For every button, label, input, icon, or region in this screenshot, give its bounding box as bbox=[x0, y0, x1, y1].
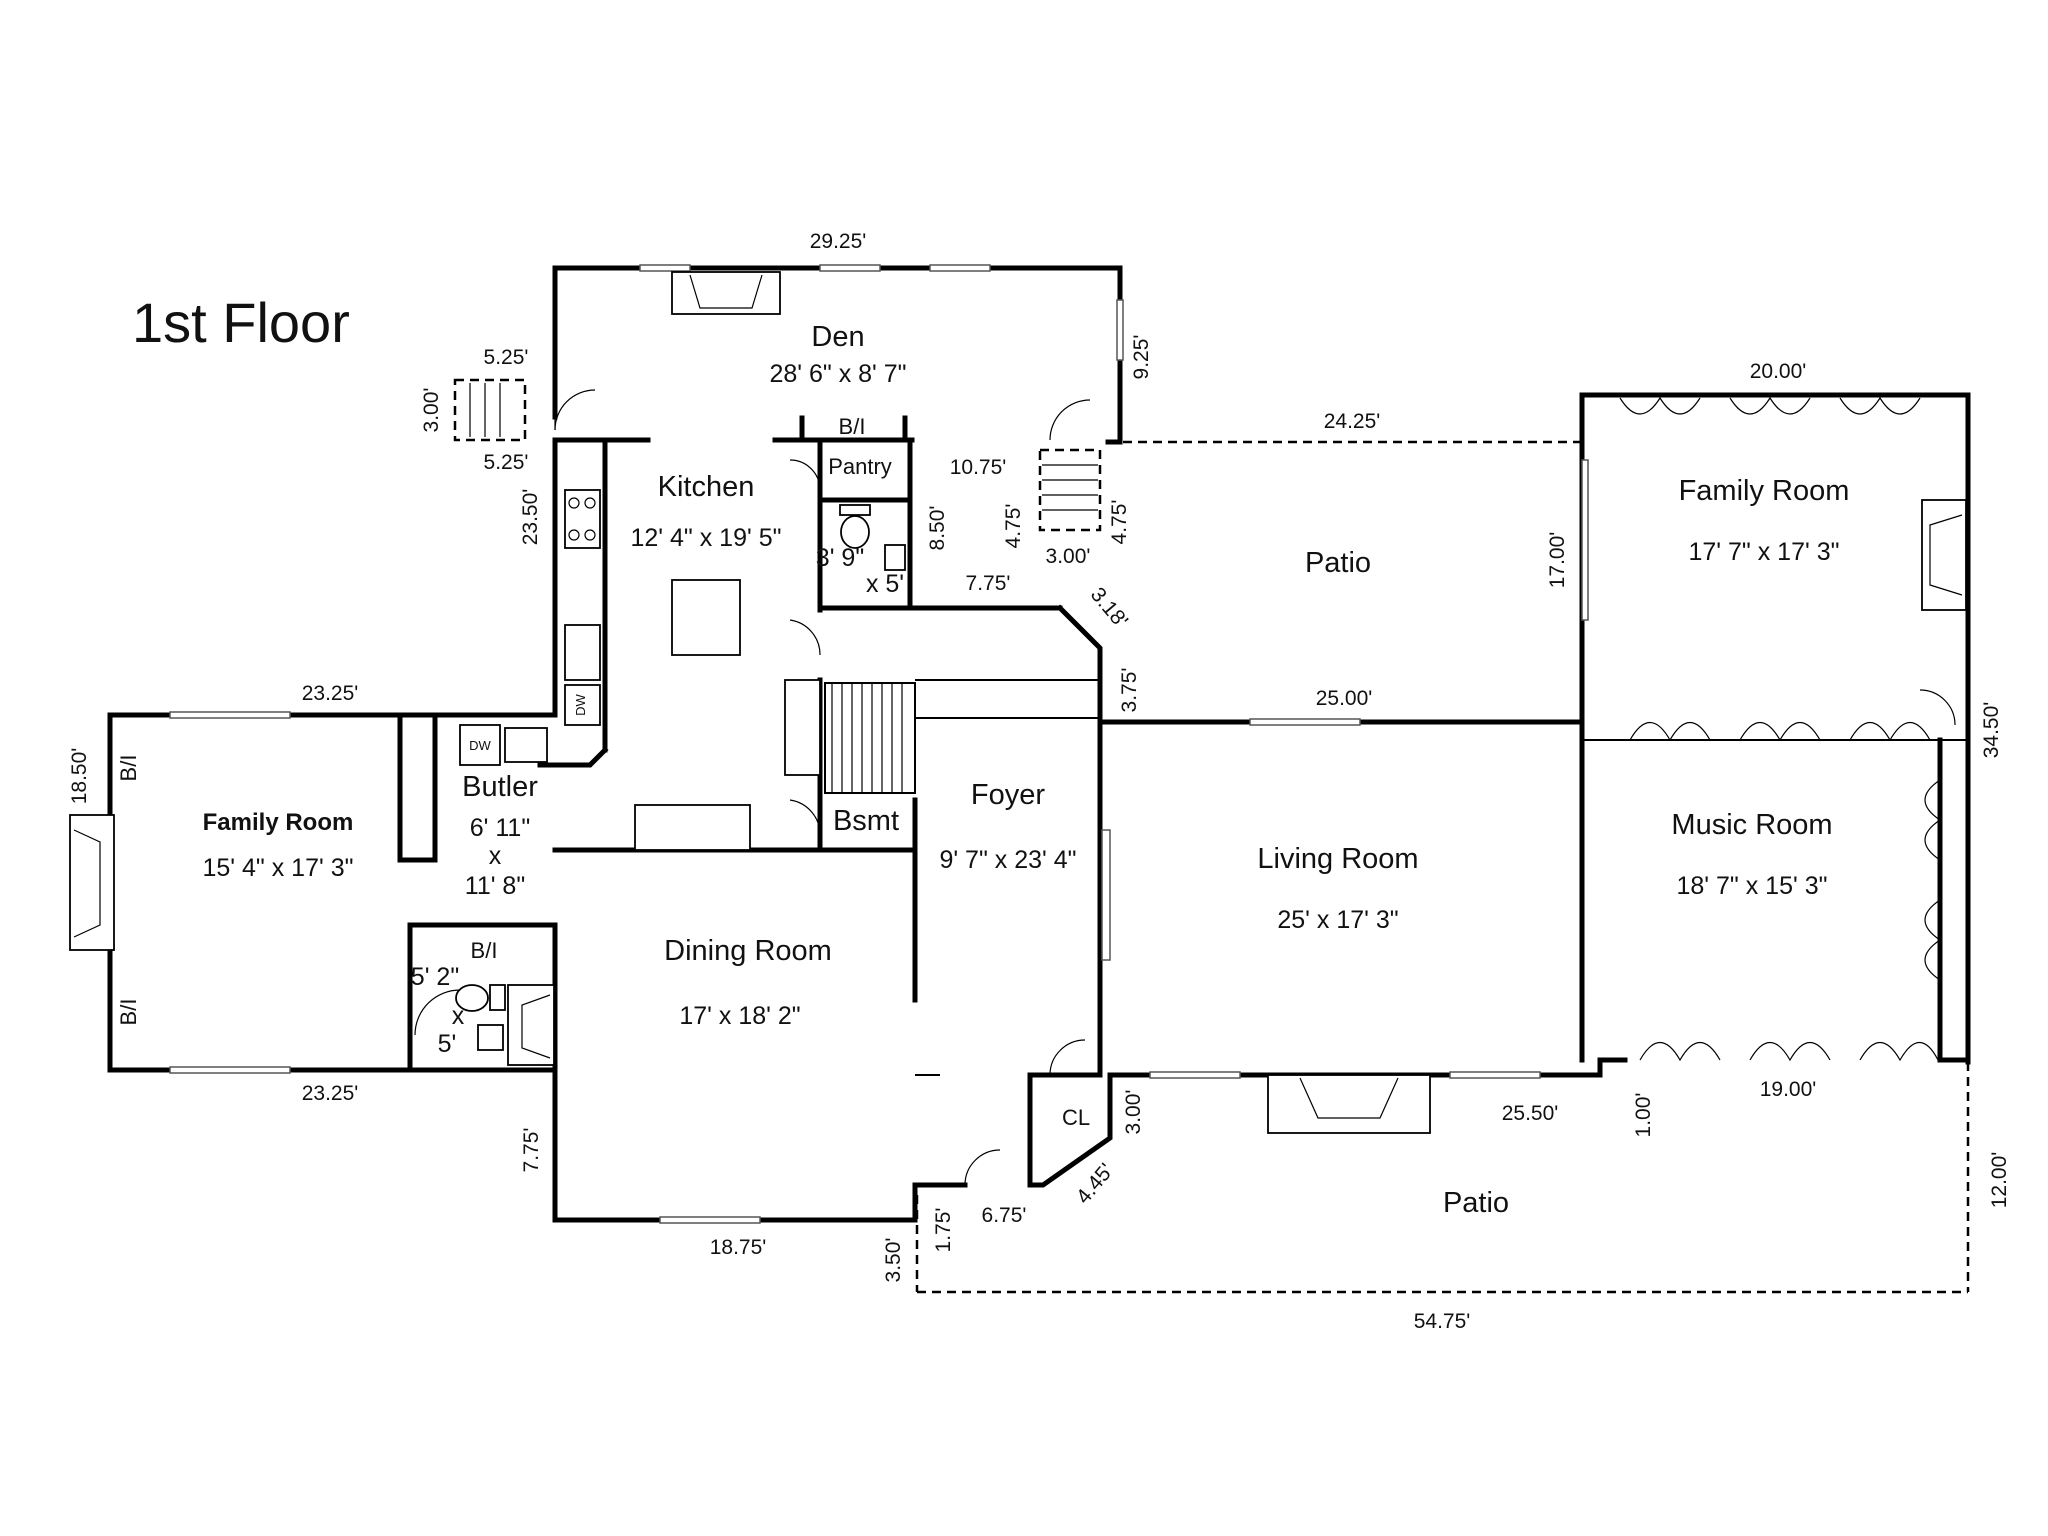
dim-4-45: 4.45' bbox=[1072, 1159, 1118, 1208]
dw-label-2: DW bbox=[469, 738, 491, 753]
butler-size-x: x bbox=[489, 842, 502, 870]
dim-34-50: 34.50' bbox=[1980, 702, 2003, 759]
family-room-east-name: Family Room bbox=[1679, 475, 1850, 507]
dim-1-75: 1.75' bbox=[932, 1208, 955, 1253]
den-size: 28' 6" x 8' 7" bbox=[769, 360, 906, 388]
bath-lower-height: 5' bbox=[438, 1030, 457, 1058]
butler-size-h: 11' 8" bbox=[465, 872, 525, 900]
music-room-size: 18' 7" x 15' 3" bbox=[1676, 872, 1827, 900]
foyer-name: Foyer bbox=[971, 779, 1045, 811]
den-name: Den bbox=[811, 321, 864, 353]
dimension-labels: 29.25' 9.25' 5.25' 5.25' 3.00' 23.50' 10… bbox=[68, 230, 2011, 1333]
closet-name: CL bbox=[1062, 1105, 1090, 1130]
dim-1-00: 1.00' bbox=[1632, 1093, 1655, 1138]
dishwasher-box-1 bbox=[564, 684, 601, 726]
dim-7-75-top: 7.75' bbox=[966, 572, 1011, 595]
family-room-west-name: Family Room bbox=[203, 809, 354, 836]
stairs bbox=[469, 383, 1102, 794]
living-room-size: 25' x 17' 3" bbox=[1277, 906, 1398, 934]
dim-5-25-top: 5.25' bbox=[484, 346, 529, 369]
dim-4-75-b: 4.75' bbox=[1108, 500, 1131, 545]
dim-20-00: 20.00' bbox=[1750, 360, 1807, 383]
living-room-name: Living Room bbox=[1257, 843, 1418, 875]
bath-sink-icon bbox=[884, 544, 906, 571]
bsmt-name: Bsmt bbox=[833, 805, 899, 837]
dim-3-00-b: 3.00' bbox=[1046, 545, 1091, 568]
dim-5-25-bottom: 5.25' bbox=[484, 451, 529, 474]
dim-8-50: 8.50' bbox=[926, 506, 949, 551]
patio-lower-name: Patio bbox=[1443, 1187, 1509, 1219]
dw-label-1: DW bbox=[573, 693, 588, 715]
butler-sink-icon bbox=[504, 727, 548, 763]
den-fireplace-icon bbox=[671, 271, 781, 315]
music-room-name: Music Room bbox=[1671, 809, 1832, 841]
doors bbox=[414, 389, 1956, 1186]
dim-18-75: 18.75' bbox=[710, 1236, 767, 1259]
living-room-fireplace-icon bbox=[1267, 1074, 1431, 1134]
floor-title: 1st Floor bbox=[132, 291, 350, 354]
dim-23-25-top: 23.25' bbox=[302, 682, 359, 705]
dim-23-25-bottom: 23.25' bbox=[302, 1082, 359, 1105]
bath-sink-icon-lower bbox=[477, 1024, 504, 1051]
dim-7-75-left: 7.75' bbox=[520, 1128, 543, 1173]
dim-25-50: 25.50' bbox=[1502, 1102, 1559, 1125]
butler-size-w: 6' 11" bbox=[470, 814, 530, 842]
windows bbox=[169, 264, 1589, 1224]
kitchen-name: Kitchen bbox=[658, 471, 755, 503]
bath-upper-width: 3' 9" bbox=[816, 544, 864, 572]
dim-3-00-stair: 3.00' bbox=[420, 388, 443, 433]
family-room-east-size: 17' 7" x 17' 3" bbox=[1688, 538, 1839, 566]
bath-lower-width: 5' 2" bbox=[411, 963, 459, 991]
dim-10-75: 10.75' bbox=[950, 456, 1007, 479]
bath-fixtures bbox=[455, 504, 906, 1051]
dim-6-75: 6.75' bbox=[982, 1204, 1027, 1227]
bath-lower-x: x bbox=[452, 1002, 465, 1030]
kitchen-fixtures bbox=[459, 489, 821, 851]
butler-name: Butler bbox=[462, 771, 538, 803]
fixture-labels: B/I B/I B/I B/I DW DW bbox=[116, 414, 908, 1026]
dim-3-00-cl: 3.00' bbox=[1122, 1090, 1145, 1135]
dim-3-18: 3.18' bbox=[1086, 583, 1132, 632]
bi-family-top-label: B/I bbox=[116, 755, 141, 782]
dim-24-25: 24.25' bbox=[1324, 410, 1381, 433]
dim-12-00: 12.00' bbox=[1988, 1152, 2011, 1209]
bi-bath-label: B/I bbox=[471, 938, 498, 963]
dim-9-25: 9.25' bbox=[1130, 335, 1153, 380]
family-room-west-fireplace-icon bbox=[69, 814, 115, 951]
dim-19-00: 19.00' bbox=[1760, 1078, 1817, 1101]
room-labels: Den 28' 6" x 8' 7" Kitchen 12' 4" x 19' … bbox=[202, 321, 1849, 1219]
dim-3-50: 3.50' bbox=[882, 1238, 905, 1283]
dim-17-00: 17.00' bbox=[1546, 532, 1569, 589]
dim-3-75: 3.75' bbox=[1118, 668, 1141, 713]
dining-room-name: Dining Room bbox=[664, 935, 832, 967]
dim-4-75-a: 4.75' bbox=[1002, 504, 1025, 549]
kitchen-island bbox=[671, 579, 741, 656]
foyer-size: 9' 7" x 23' 4" bbox=[939, 846, 1076, 874]
range-icon bbox=[564, 489, 601, 549]
dim-54-75: 54.75' bbox=[1414, 1310, 1471, 1333]
dishwasher-box-2 bbox=[459, 724, 501, 766]
dim-23-50: 23.50' bbox=[519, 489, 542, 546]
bath-upper-height: x 5' bbox=[866, 570, 904, 598]
patio-upper-name: Patio bbox=[1305, 547, 1371, 579]
kitchen-sink-counter bbox=[634, 804, 751, 851]
dim-25-00: 25.00' bbox=[1316, 687, 1373, 710]
family-room-east-fireplace-icon bbox=[1921, 499, 1967, 611]
pantry-name: Pantry bbox=[828, 454, 892, 479]
dim-18-50: 18.50' bbox=[68, 748, 91, 805]
sink-icon bbox=[564, 624, 601, 681]
bi-family-bottom-label: B/I bbox=[116, 999, 141, 1026]
family-room-west-size: 15' 4" x 17' 3" bbox=[202, 854, 353, 882]
fireplaces bbox=[69, 271, 1967, 1134]
dining-fireplace-icon bbox=[507, 984, 555, 1066]
bi-kitchen-label: B/I bbox=[839, 414, 866, 439]
stair-landing bbox=[784, 679, 821, 776]
toilet-icon bbox=[840, 515, 870, 549]
kitchen-size: 12' 4" x 19' 5" bbox=[630, 524, 781, 552]
dim-29-25: 29.25' bbox=[810, 230, 867, 253]
toilet-icon-lower bbox=[455, 984, 489, 1012]
dining-room-size: 17' x 18' 2" bbox=[679, 1002, 800, 1030]
